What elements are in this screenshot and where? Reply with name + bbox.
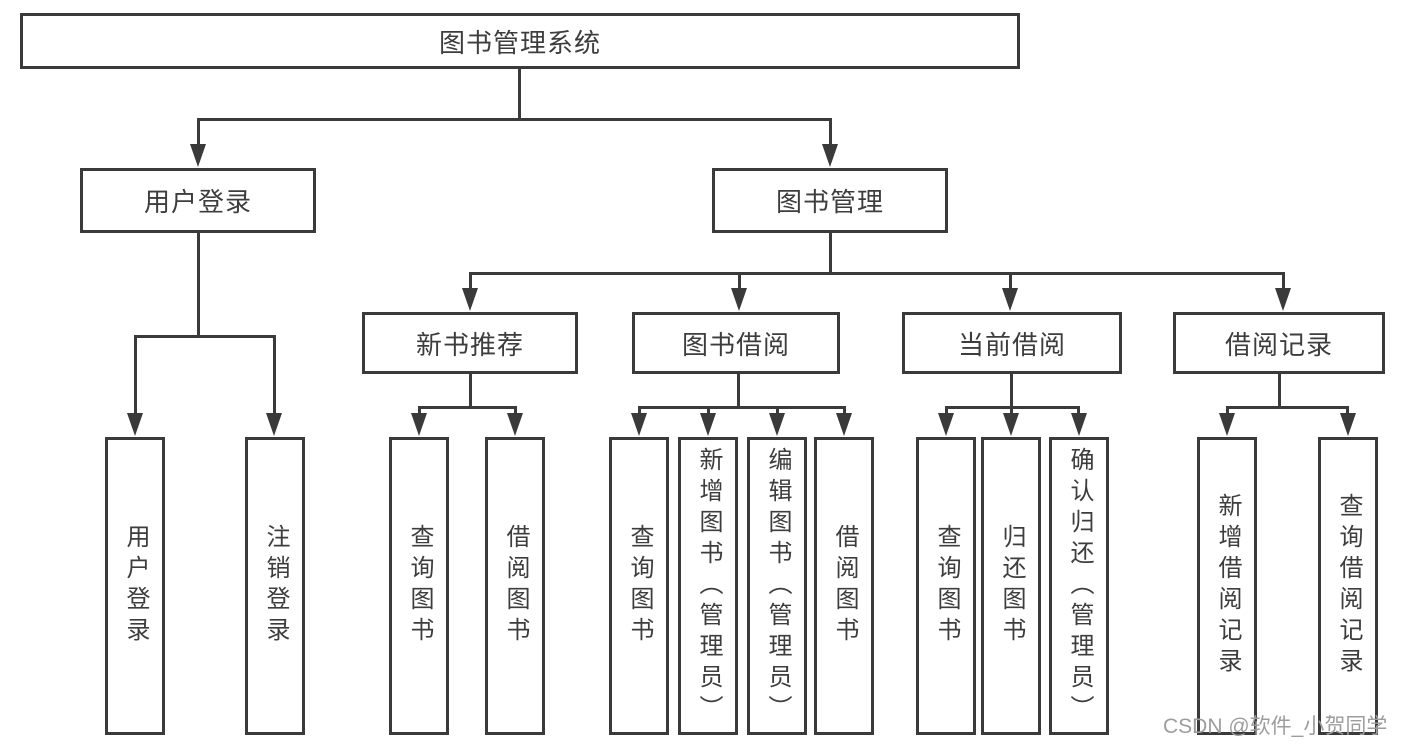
connector-line (1077, 406, 1080, 416)
node-label: 图书管理系统 (438, 27, 601, 58)
connector-line (273, 335, 276, 415)
connector-line (829, 118, 832, 147)
arrow-down-icon (700, 413, 716, 436)
connector-line (418, 406, 421, 416)
arrow-down-icon (1219, 413, 1235, 436)
arrow-down-icon (507, 413, 523, 436)
connector-line (197, 233, 200, 335)
connector-line (1346, 406, 1349, 416)
node-book-borrow: 图书借阅 (632, 312, 840, 374)
connector-line (134, 335, 137, 415)
node-label: 借阅图书 (831, 524, 858, 648)
node-label: 借阅记录 (1224, 329, 1333, 360)
node-label: 确认归还（管理员） (1066, 446, 1093, 726)
leaf-rec-search-books: 查询图书 (389, 437, 449, 735)
node-label: 查询图书 (933, 524, 960, 648)
leaf-br-search-record: 查询借阅记录 (1318, 437, 1378, 735)
node-label: 新增借阅记录 (1214, 493, 1241, 679)
node-book-management: 图书管理 (712, 168, 948, 233)
arrow-down-icon (938, 413, 954, 436)
node-label: 图书管理 (775, 187, 884, 217)
arrow-down-icon (462, 288, 478, 311)
connector-line (514, 406, 517, 416)
leaf-cb-return-books: 归还图书 (981, 437, 1041, 735)
arrow-down-icon (836, 413, 852, 436)
connector-line (197, 118, 832, 121)
connector-line (738, 272, 741, 292)
connector-line (1009, 272, 1012, 292)
connector-line (469, 374, 472, 406)
connector-line (945, 406, 948, 416)
arrow-down-icon (1003, 413, 1019, 436)
leaf-bb-borrow-books: 借阅图书 (814, 437, 874, 735)
node-current-borrow: 当前借阅 (902, 312, 1122, 374)
connector-line (638, 406, 846, 409)
node-label: 当前借阅 (957, 329, 1066, 360)
node-label: 注销登录 (262, 524, 289, 648)
leaf-cb-confirm-return: 确认归还（管理员） (1049, 437, 1109, 735)
node-borrow-records: 借阅记录 (1173, 312, 1385, 374)
arrow-down-icon (411, 413, 427, 436)
leaf-rec-borrow-books: 借阅图书 (485, 437, 545, 735)
connector-line (1010, 374, 1013, 406)
connector-line (843, 406, 846, 416)
connector-line (197, 118, 200, 147)
node-label: 查询图书 (406, 524, 433, 648)
arrow-down-icon (731, 288, 747, 311)
node-label: 用户登录 (143, 187, 252, 217)
node-label: 用户登录 (122, 524, 149, 648)
connector-line (518, 69, 521, 118)
leaf-bb-edit-books: 编辑图书（管理员） (747, 437, 807, 735)
connector-line (418, 406, 517, 409)
arrow-down-icon (266, 413, 282, 436)
connector-line (737, 374, 740, 406)
node-label: 新增图书（管理员） (695, 446, 722, 726)
connector-line (469, 272, 472, 292)
node-label: 借阅图书 (502, 524, 529, 648)
connector-line (1226, 406, 1229, 416)
leaf-logout: 注销登录 (245, 437, 305, 735)
node-label: 查询图书 (626, 524, 653, 648)
node-root: 图书管理系统 (20, 13, 1020, 69)
connector-line (707, 406, 710, 416)
node-label: 查询借阅记录 (1335, 493, 1362, 679)
arrow-down-icon (190, 144, 206, 167)
leaf-cb-search-books: 查询图书 (916, 437, 976, 735)
arrow-down-icon (127, 413, 143, 436)
connector-line (638, 406, 641, 416)
leaf-bb-search-books: 查询图书 (609, 437, 669, 735)
node-user-login: 用户登录 (80, 168, 316, 233)
leaf-bb-add-books: 新增图书（管理员） (678, 437, 738, 735)
arrow-down-icon (1340, 413, 1356, 436)
arrow-down-icon (1275, 288, 1291, 311)
connector-line (776, 406, 779, 416)
connector-line (1010, 406, 1013, 416)
arrow-down-icon (769, 413, 785, 436)
connector-line (1282, 272, 1285, 292)
node-label: 图书借阅 (681, 329, 790, 360)
leaf-br-add-record: 新增借阅记录 (1197, 437, 1257, 735)
csdn-watermark: CSDN @软件_小贺同学 (1163, 715, 1388, 738)
node-new-book-recommend: 新书推荐 (362, 312, 578, 374)
arrow-down-icon (822, 144, 838, 167)
node-label: 归还图书 (998, 524, 1025, 648)
arrow-down-icon (631, 413, 647, 436)
connector-line (469, 272, 1285, 275)
node-label: 新书推荐 (415, 329, 524, 360)
leaf-user-login: 用户登录 (105, 437, 165, 735)
connector-line (134, 335, 276, 338)
connector-line (1226, 406, 1349, 409)
arrow-down-icon (1071, 413, 1087, 436)
connector-line (1278, 374, 1281, 406)
node-label: 编辑图书（管理员） (764, 446, 791, 726)
arrow-down-icon (1002, 288, 1018, 311)
connector-line (829, 233, 832, 272)
